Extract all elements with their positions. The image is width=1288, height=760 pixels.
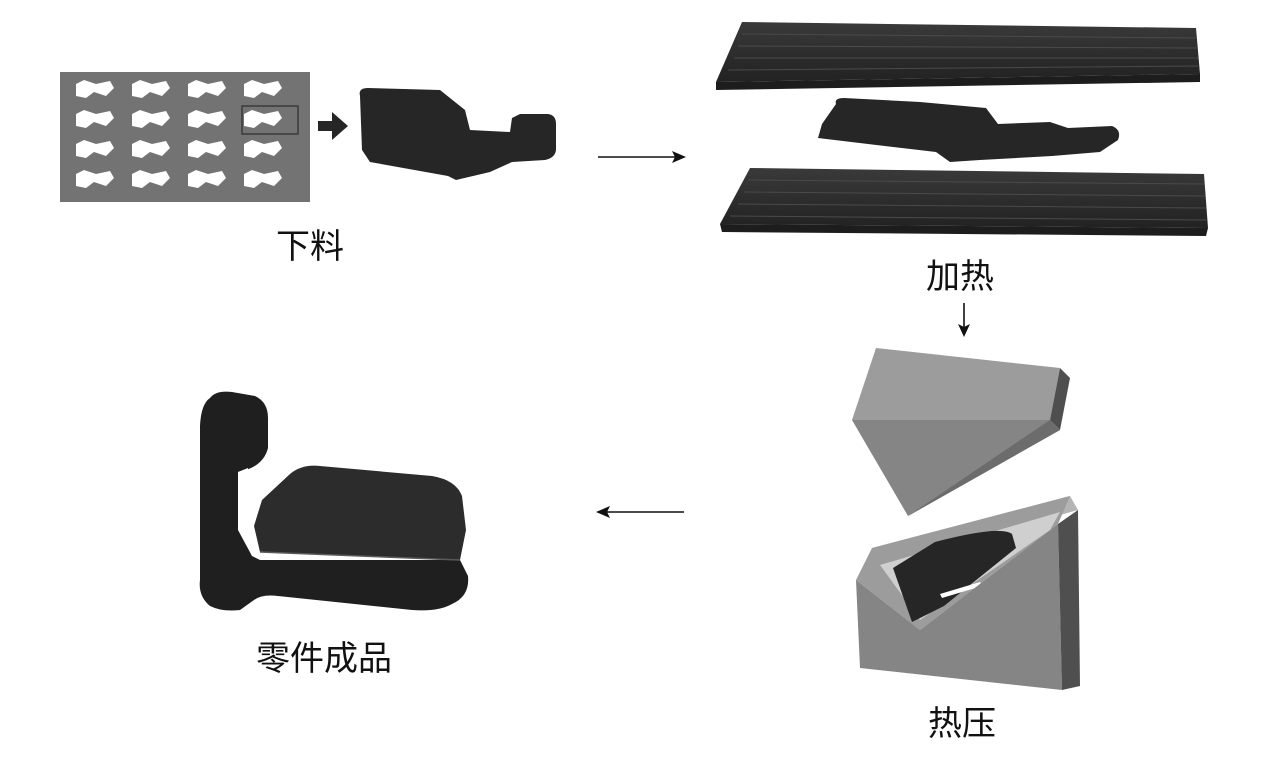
cut-blank-part (359, 88, 556, 180)
step-label-finished-part: 零件成品 (256, 639, 392, 679)
small-arrow-icon (318, 112, 348, 140)
finished-part-illustration (199, 391, 469, 611)
heated-blank (818, 98, 1120, 162)
finished-part-side (199, 391, 469, 611)
lower-mold (856, 496, 1080, 690)
heating-illustration (716, 22, 1208, 236)
hot-pressing-illustration (852, 348, 1080, 690)
upper-mold (852, 348, 1070, 516)
step-label-cutting: 下料 (276, 227, 344, 267)
step-label-hot-pressing: 热压 (928, 704, 996, 744)
arrow-right-icon (598, 151, 686, 163)
arrow-left-icon (596, 506, 684, 518)
selected-blank-outline (241, 105, 299, 135)
upper-heating-plate (716, 22, 1200, 90)
step-label-heating: 加热 (926, 257, 994, 297)
arrow-down-icon (958, 303, 970, 337)
finished-part-top (254, 465, 466, 560)
cutting-illustration (60, 72, 556, 202)
lower-heating-plate (720, 168, 1208, 236)
